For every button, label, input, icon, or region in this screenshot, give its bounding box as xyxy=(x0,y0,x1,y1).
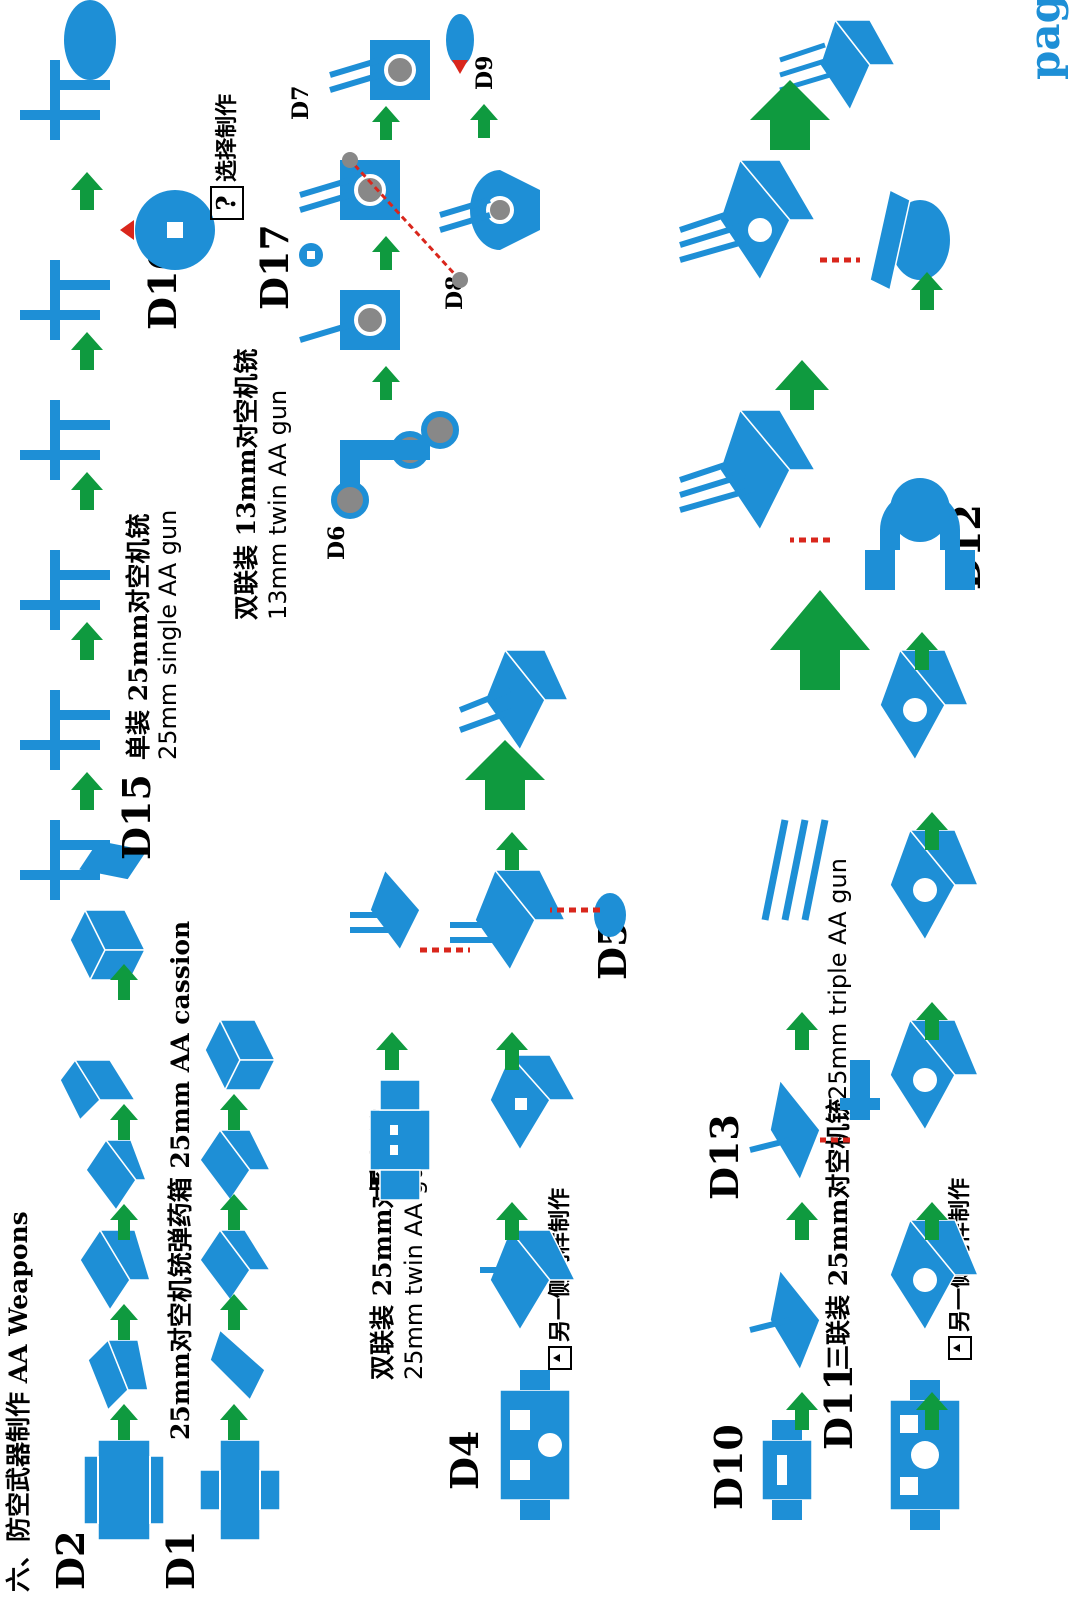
d2-fold-step-3 xyxy=(85,1138,148,1212)
twin13-title-cn: 双联装 13mm对空机铳 xyxy=(232,348,261,620)
d5-disc xyxy=(594,893,626,937)
page-number: page8 xyxy=(1020,0,1069,80)
d16-round-base xyxy=(120,190,215,270)
twin13-arrows xyxy=(342,60,498,400)
d2-fold-step-4 xyxy=(59,1058,137,1122)
part-label-d7: D7 xyxy=(288,85,314,120)
d10-base-sheet xyxy=(761,1420,813,1520)
d6-fold-step xyxy=(299,290,400,350)
d6-mount-sheet xyxy=(331,411,459,519)
d1-fold-step-2 xyxy=(199,1228,272,1302)
d12-shield-sheet xyxy=(865,478,975,590)
triple25-barrel-assembly xyxy=(679,408,817,532)
d2-fold-step-2 xyxy=(79,1228,152,1312)
d1-assembled-box xyxy=(204,1018,277,1092)
single25-title-cn: 单装 25mm对空机铳 xyxy=(124,513,153,760)
triple25-mount-assembly xyxy=(679,158,817,282)
d1-fold-step-3 xyxy=(199,1128,272,1202)
single25-gun-sequence xyxy=(20,0,116,900)
part-label-d4: D4 xyxy=(442,1430,487,1490)
d8-gun-step xyxy=(299,160,400,220)
triple25-shield-part xyxy=(869,188,950,292)
d1-fold-step-1 xyxy=(209,1328,266,1402)
d10-fold-step xyxy=(749,1268,821,1372)
optional-note-text: 选择制作 xyxy=(214,93,240,182)
d11-mount-sheet xyxy=(889,1380,961,1530)
optional-note: ? 选择制作 xyxy=(210,94,244,220)
part-label-d1: D1 xyxy=(158,1530,203,1590)
part-label-d6: D6 xyxy=(324,525,350,560)
twin13-title-en: 13mm twin AA gun xyxy=(264,389,292,620)
d7-gun-assembly xyxy=(329,40,430,100)
question-box-icon: ? xyxy=(210,186,244,220)
section-title: 六、防空武器制作 AA Weapons xyxy=(4,1211,33,1592)
d3-barrel-assembly xyxy=(350,868,421,952)
part-label-d13: D13 xyxy=(702,1114,747,1200)
d13-barrel-part xyxy=(749,1078,821,1182)
d4-assembly-step-1 xyxy=(480,1228,577,1332)
d9-disc xyxy=(446,14,474,66)
part-label-d10: D10 xyxy=(706,1424,751,1510)
single25-arrows xyxy=(71,172,103,810)
d17-small-disc xyxy=(299,243,323,267)
d3-gun-base-sheet xyxy=(369,1079,431,1201)
d2-flat-sheet xyxy=(83,1439,165,1541)
triple25-arrows xyxy=(750,80,948,1430)
triple25-barrels xyxy=(761,819,829,921)
caisson-step-arrows xyxy=(110,964,248,1440)
d2-fold-step-1 xyxy=(87,1338,149,1412)
d4-assembly-step-3 xyxy=(450,868,567,972)
d13-small-part xyxy=(840,1060,880,1120)
d4-mount-sheet xyxy=(499,1370,571,1520)
part-label-d15: D15 xyxy=(114,774,159,860)
part-label-d17: D17 xyxy=(252,224,297,310)
twin25-arrows xyxy=(376,740,600,1240)
single25-title-en: 25mm single AA gun xyxy=(154,509,182,760)
d1-flat-sheet xyxy=(199,1439,281,1541)
twin25-finished-gun xyxy=(458,648,570,752)
twin13-finished-gun xyxy=(439,170,540,250)
